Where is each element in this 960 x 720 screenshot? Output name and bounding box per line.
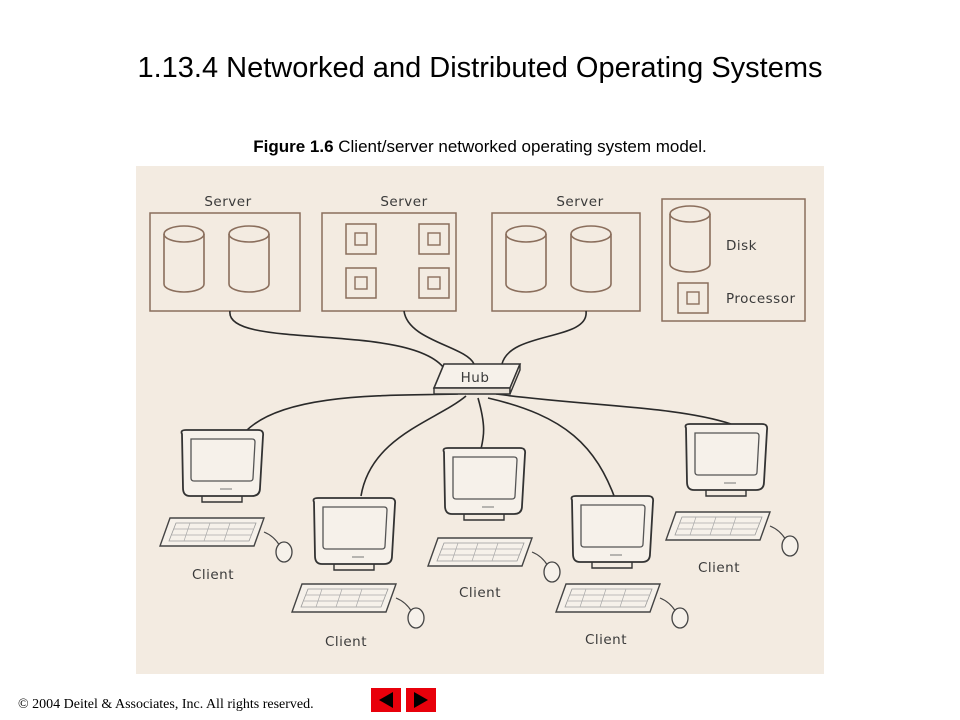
figure-caption: Figure 1.6 Client/server networked opera…	[0, 137, 960, 157]
figure-caption-text: Client/server networked operating system…	[333, 137, 707, 156]
client-label-4: Client	[585, 632, 627, 648]
previous-slide-button[interactable]	[371, 688, 401, 712]
server-label-3: Server	[556, 194, 603, 210]
server-box-2	[321, 212, 457, 312]
slide-title: 1.13.4 Networked and Distributed Operati…	[137, 52, 823, 84]
next-slide-button[interactable]	[406, 688, 436, 712]
client-label-1: Client	[192, 567, 234, 583]
hub-device	[432, 363, 522, 395]
client-label-3: Client	[459, 585, 501, 601]
client-label-2: Client	[325, 634, 367, 650]
copyright-symbol: ©	[18, 697, 29, 712]
hub-label: Hub	[461, 370, 490, 386]
network-diagram: Server Server Server Disk Processor Hub …	[136, 166, 824, 674]
legend-box	[661, 198, 806, 322]
server-label-2: Server	[380, 194, 427, 210]
server-label-1: Server	[204, 194, 251, 210]
server-box-1	[149, 212, 301, 312]
server-box-3	[491, 212, 641, 312]
network-cables	[229, 310, 732, 502]
copyright-footer: © 2004 Deitel & Associates, Inc. All rig…	[18, 697, 314, 713]
copyright-text: 2004 Deitel & Associates, Inc. All right…	[28, 697, 314, 712]
client-label-5: Client	[698, 560, 740, 576]
legend-disk-label: Disk	[726, 238, 757, 254]
legend-processor-label: Processor	[726, 291, 796, 307]
right-triangle-icon	[414, 692, 428, 708]
figure-label: Figure 1.6	[253, 137, 334, 156]
left-triangle-icon	[379, 692, 393, 708]
